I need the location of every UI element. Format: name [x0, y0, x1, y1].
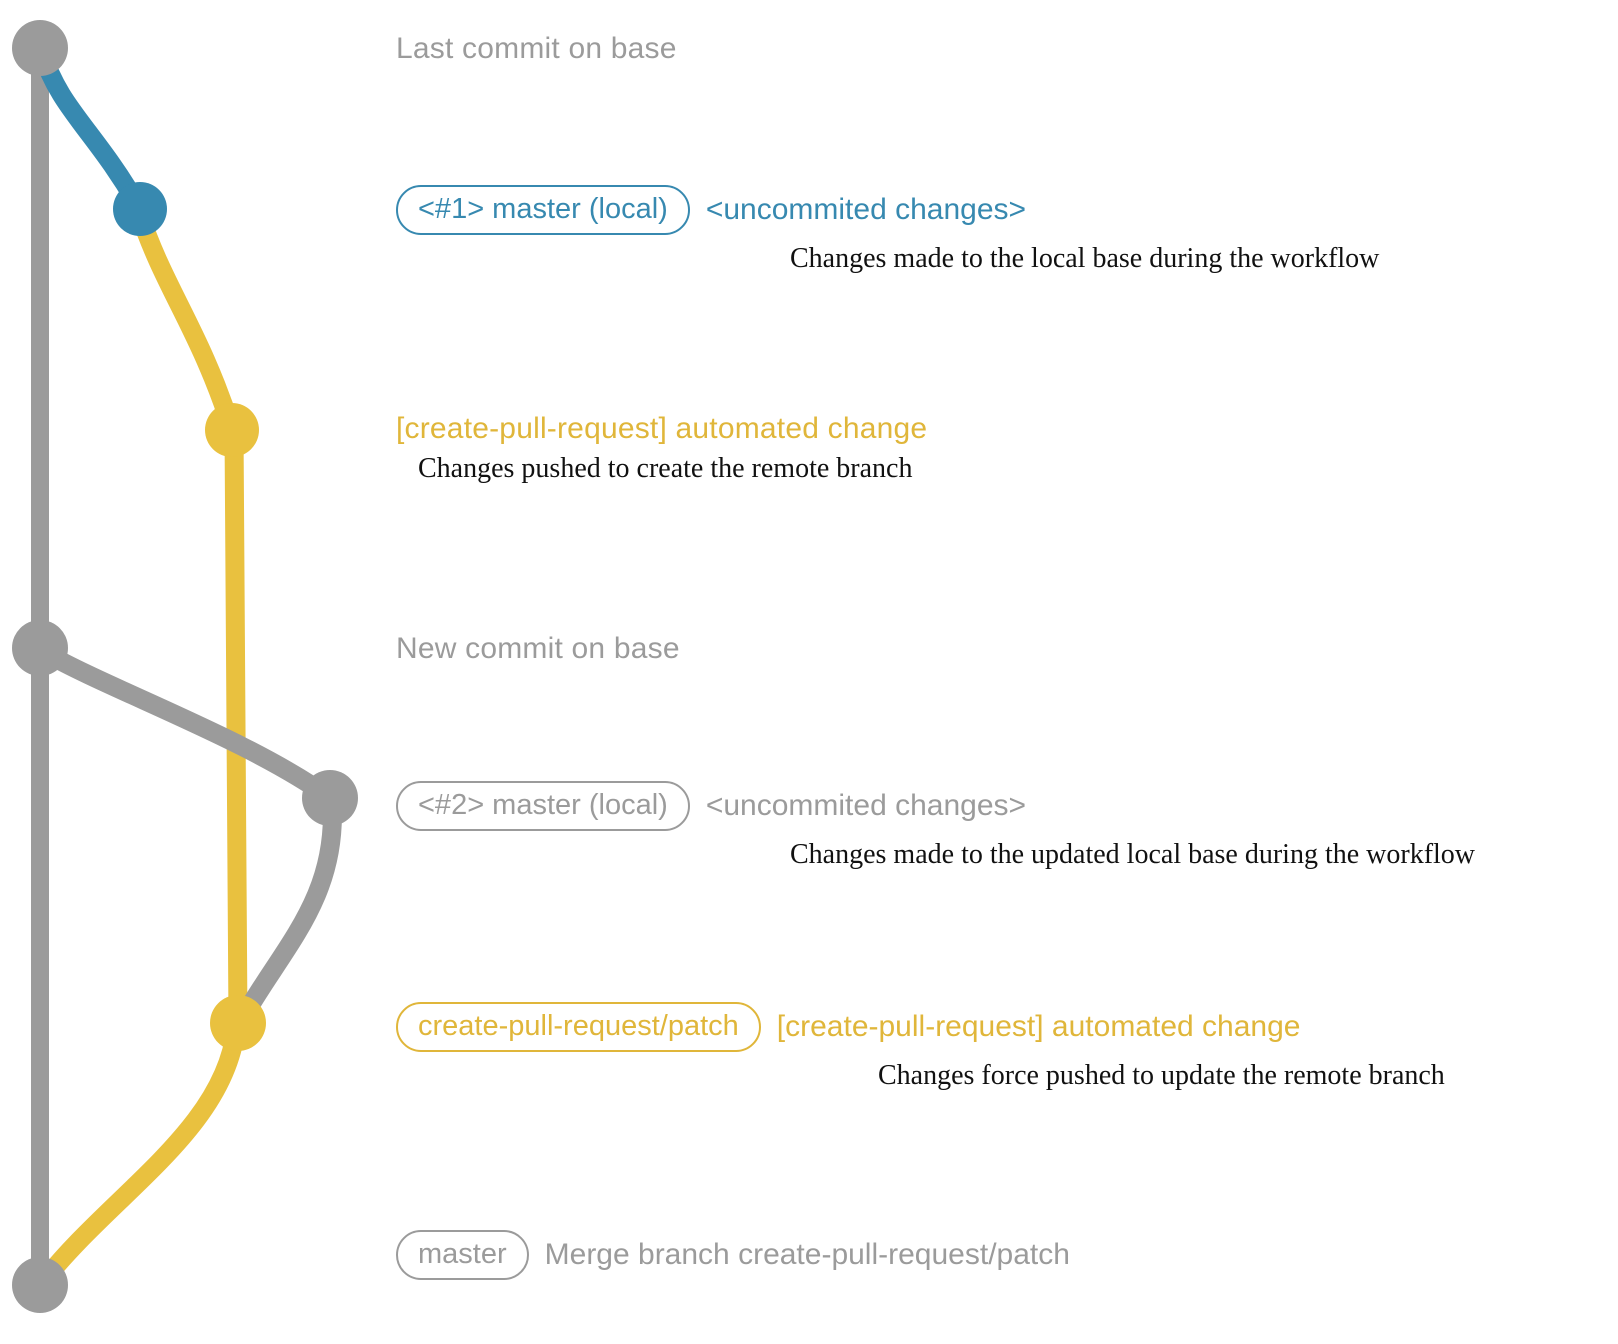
row-last-commit-on-base: Last commit on base — [396, 32, 677, 65]
commit-message-automated-change-2: [create-pull-request] automated change — [776, 1010, 1301, 1044]
caption-master-local-1: Changes made to the local base during th… — [790, 243, 1380, 275]
commit-node-last-commit-on-base[interactable] — [12, 20, 68, 76]
row-merge-commit: master Merge branch create-pull-request/… — [396, 1230, 1070, 1281]
git-graph — [12, 20, 358, 1313]
caption-master-local-2: Changes made to the updated local base d… — [790, 839, 1476, 871]
commit-node-automated-change-2[interactable] — [210, 995, 266, 1051]
edge-local2-to-patch2 — [230, 792, 342, 1033]
edge-local1-to-patch1 — [130, 205, 242, 440]
commit-message-master-local-2: <uncommited changes> — [705, 789, 1027, 823]
caption-automated-change-1: Changes pushed to create the remote bran… — [418, 453, 913, 484]
commit-message-automated-change-1: [create-pull-request] automated change — [396, 412, 928, 445]
commit-node-master-local-1[interactable] — [113, 182, 167, 236]
branch-badge-master-local-2[interactable]: <#2> master (local) — [396, 781, 690, 832]
row-automated-change-2: create-pull-request/patch [create-pull-r… — [396, 1002, 1445, 1092]
edge-base2-to-local2 — [34, 642, 340, 808]
row-new-commit-on-base: New commit on base — [396, 632, 680, 665]
edge-base-to-local1 — [32, 42, 150, 219]
branch-badge-create-pull-request-patch[interactable]: create-pull-request/patch — [396, 1002, 761, 1053]
caption-automated-change-2: Changes force pushed to update the remot… — [878, 1060, 1445, 1092]
commit-message-master-local-1: <uncommited changes> — [705, 193, 1027, 227]
row-master-local-2: <#2> master (local) <uncommited changes>… — [396, 781, 1475, 871]
edge-patch1-to-patch2 — [224, 420, 248, 1033]
commit-message-new-commit-on-base: New commit on base — [396, 632, 680, 665]
commit-node-master-local-2[interactable] — [302, 770, 358, 826]
branch-badge-master[interactable]: master — [396, 1230, 529, 1281]
edge-patch2-to-merge — [32, 1018, 246, 1293]
row-automated-change-1: [create-pull-request] automated change C… — [396, 412, 927, 485]
branch-badge-master-local-1[interactable]: <#1> master (local) — [396, 185, 690, 236]
commit-node-automated-change-1[interactable] — [205, 403, 259, 457]
row-master-local-1: <#1> master (local) <uncommited changes>… — [396, 185, 1379, 275]
commit-node-new-commit-on-base[interactable] — [12, 620, 68, 676]
commit-message-last-commit-on-base: Last commit on base — [396, 32, 677, 65]
commit-message-merge: Merge branch create-pull-request/patch — [544, 1238, 1070, 1272]
commit-node-merge[interactable] — [12, 1257, 68, 1313]
